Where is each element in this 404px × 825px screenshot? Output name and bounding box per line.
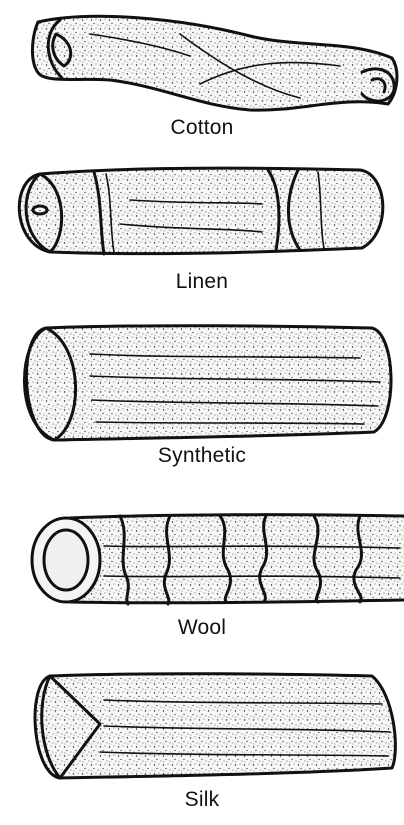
- cotton-panel: Cotton: [0, 0, 404, 150]
- silk-fiber-icon: [0, 664, 404, 790]
- synthetic-panel: Synthetic: [0, 318, 404, 488]
- cotton-fiber-icon: [0, 0, 404, 120]
- fiber-label-wool: Wool: [0, 616, 404, 640]
- linen-panel: Linen: [0, 160, 404, 310]
- fiber-label-synthetic: Synthetic: [0, 444, 404, 468]
- fiber-label-linen: Linen: [0, 270, 404, 294]
- wool-panel: Wool: [0, 502, 404, 652]
- fiber-label-silk: Silk: [0, 788, 404, 812]
- silk-panel: Silk: [0, 664, 404, 825]
- fiber-label-cotton: Cotton: [0, 116, 404, 140]
- linen-fiber-icon: [0, 160, 404, 270]
- wool-fiber-icon: [0, 502, 404, 612]
- synthetic-fiber-icon: [0, 318, 404, 446]
